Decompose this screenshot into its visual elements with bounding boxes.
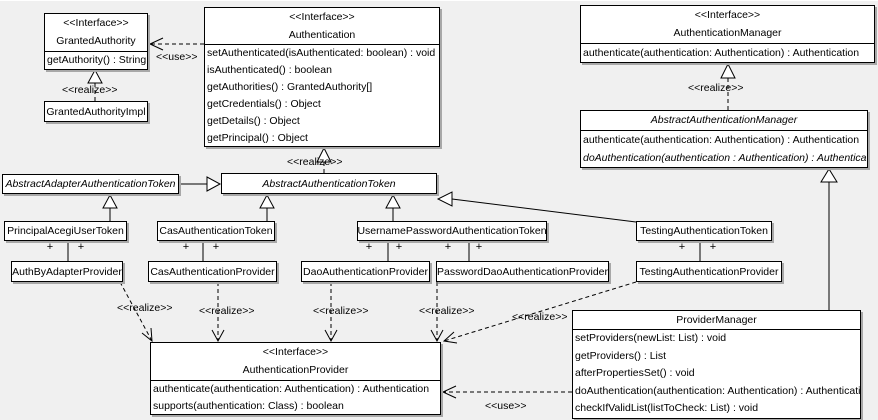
method: setAuthenticated(isAuthenticated: boolea…	[207, 47, 436, 59]
association-end-plus: +	[475, 241, 483, 253]
class-name: AuthenticationManager	[673, 27, 782, 39]
method-compartment: authenticate(authentication: Authenticat…	[151, 381, 440, 415]
class-cas-authentication-provider[interactable]: CasAuthenticationProvider	[148, 261, 277, 282]
class-name: CasAuthenticationProvider	[150, 265, 275, 278]
class-name: DaoAuthenticationProvider	[303, 265, 428, 278]
association-end-plus: +	[182, 241, 190, 253]
method: getCredentials() : Object	[207, 98, 321, 111]
realize-label: <<realize>>	[287, 156, 343, 168]
gen-edge-adapter-abstracttoken	[179, 176, 222, 192]
class-name: PasswordDaoAuthenticationProvider	[437, 265, 609, 278]
method-compartment: setProviders(newList: List) : void getPr…	[573, 330, 860, 418]
realize-label: <<realize>>	[199, 305, 255, 317]
class-username-password-authentication-token[interactable]: UsernamePasswordAuthenticationToken	[357, 221, 547, 241]
gen-edge-principal-adapter	[102, 193, 118, 221]
use-label: <<use>>	[156, 51, 198, 63]
method: getAuthorities() : GrantedAuthority[]	[207, 81, 373, 94]
class-name: AbstractAuthenticationManager	[581, 111, 867, 131]
class-password-dao-authentication-provider[interactable]: PasswordDaoAuthenticationProvider	[436, 261, 609, 282]
class-name: AbstractAdapterAuthenticationToken	[5, 178, 176, 190]
association-end-plus: +	[365, 241, 373, 253]
class-name: ProviderManager	[573, 311, 860, 330]
gen-edge-usernamepassword-abstracttoken	[385, 193, 401, 221]
class-cas-authentication-token[interactable]: CasAuthenticationToken	[157, 221, 275, 241]
class-authentication-manager[interactable]: <<Interface>> AuthenticationManager auth…	[580, 5, 875, 63]
class-testing-authentication-token[interactable]: TestingAuthenticationToken	[636, 221, 772, 241]
use-label: <<use>>	[485, 400, 527, 412]
class-name: AuthByAdapterProvider	[12, 265, 122, 278]
method: supports(authentication: Class) : boolea…	[153, 400, 344, 413]
class-granted-authority-impl[interactable]: GrantedAuthorityImpl	[44, 101, 148, 122]
method: doAuthentication(authentication: Authent…	[575, 384, 860, 397]
association-end-plus: +	[395, 241, 403, 253]
method: getProviders() : List	[575, 349, 667, 362]
method: isAuthenticated() : boolean	[207, 64, 332, 77]
method-compartment: getAuthority() : String	[45, 52, 147, 69]
class-header: <<Interface>> Authentication	[205, 8, 439, 45]
method: getAuthority() : String	[47, 54, 147, 66]
method-compartment: authenticate(authentication: Authenticat…	[581, 44, 874, 63]
class-header: <<Interface>> AuthenticationManager	[581, 6, 874, 44]
class-name: AuthenticationProvider	[242, 364, 349, 376]
association-end-plus: +	[709, 241, 717, 253]
gen-edge-cas-abstracttoken	[259, 193, 275, 221]
method: getDetails() : Object	[207, 115, 300, 128]
association-end-plus: +	[212, 241, 220, 253]
association-end-plus: +	[678, 241, 686, 253]
association-end-plus: +	[77, 241, 85, 253]
class-name: TestingAuthenticationToken	[640, 225, 768, 237]
use-edge-providermanager-authenticationprovider	[441, 385, 572, 399]
stereotype-label: <<Interface>>	[694, 9, 761, 21]
class-authentication[interactable]: <<Interface>> Authentication setAuthenti…	[204, 7, 440, 147]
gen-edge-providermanager-abstractmanager	[820, 168, 838, 310]
class-header: <<Interface>> GrantedAuthority	[45, 14, 147, 52]
gen-edge-testing-abstracttoken	[436, 191, 637, 223]
class-principal-acegi-user-token[interactable]: PrincipalAcegiUserToken	[4, 221, 127, 241]
method-compartment: setAuthenticated(isAuthenticated: boolea…	[205, 45, 439, 148]
method: authenticate(authentication: Authenticat…	[583, 47, 860, 59]
class-abstract-authentication-manager[interactable]: AbstractAuthenticationManager authentica…	[580, 110, 868, 168]
realize-label: <<realize>>	[117, 302, 173, 314]
class-header: <<Interface>> AuthenticationProvider	[151, 343, 440, 381]
method: getPrincipal() : Object	[207, 132, 308, 145]
class-name: GrantedAuthorityImpl	[46, 105, 146, 118]
class-name: UsernamePasswordAuthenticationToken	[357, 225, 547, 237]
class-name: GrantedAuthority	[56, 35, 136, 47]
method: authenticate(authentication: Authenticat…	[583, 134, 860, 146]
class-auth-by-adapter-provider[interactable]: AuthByAdapterProvider	[11, 261, 123, 282]
method-compartment: authenticate(authentication: Authenticat…	[581, 131, 867, 167]
method: setProviders(newList: List) : void	[575, 332, 727, 344]
use-edge-authentication-grantedauthority	[148, 37, 204, 51]
class-name: TestingAuthenticationProvider	[639, 265, 779, 278]
association-end-plus: +	[444, 241, 452, 253]
realize-label: <<realize>>	[62, 84, 118, 96]
realize-label: <<realize>>	[512, 311, 568, 323]
realize-label: <<realize>>	[688, 82, 744, 94]
method: checkIfValidList(listToCheck: List) : vo…	[575, 402, 759, 415]
realize-label: <<realize>>	[313, 305, 369, 317]
class-name: AbstractAuthenticationToken	[262, 177, 396, 190]
class-authentication-provider[interactable]: <<Interface>> AuthenticationProvider aut…	[150, 342, 441, 415]
method: authenticate(authentication: Authenticat…	[153, 383, 430, 395]
class-provider-manager[interactable]: ProviderManager setProviders(newList: Li…	[572, 310, 861, 419]
method: doAuthentication(authentication : Authen…	[583, 152, 867, 164]
class-dao-authentication-provider[interactable]: DaoAuthenticationProvider	[301, 261, 430, 282]
association-end-plus: +	[46, 241, 54, 253]
stereotype-label: <<Interface>>	[262, 346, 329, 358]
class-granted-authority[interactable]: <<Interface>> GrantedAuthority getAuthor…	[44, 13, 148, 70]
class-abstract-adapter-authentication-token[interactable]: AbstractAdapterAuthenticationToken	[2, 174, 179, 194]
class-name: Authentication	[288, 29, 356, 41]
class-testing-authentication-provider[interactable]: TestingAuthenticationProvider	[636, 261, 782, 282]
class-name: PrincipalAcegiUserToken	[7, 225, 124, 237]
stereotype-label: <<Interface>>	[289, 11, 355, 23]
class-name: CasAuthenticationToken	[159, 225, 273, 237]
realize-label: <<realize>>	[419, 305, 475, 317]
stereotype-label: <<Interface>>	[63, 17, 129, 29]
method: afterPropertiesSet() : void	[575, 367, 695, 380]
class-abstract-authentication-token[interactable]: AbstractAuthenticationToken	[221, 173, 437, 194]
